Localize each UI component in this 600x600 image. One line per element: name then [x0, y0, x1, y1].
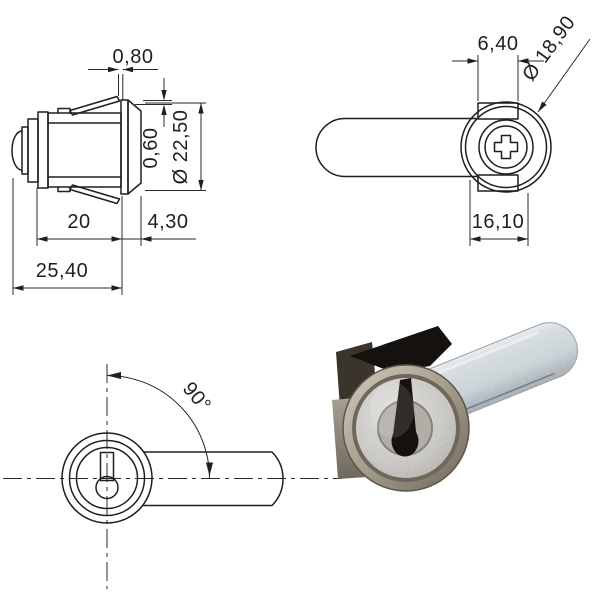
keyway-slot	[99, 451, 115, 482]
dim-label-total-length: 25,40	[36, 260, 89, 282]
dim-flange-thickness: 4,30	[122, 196, 196, 246]
flange-plate	[120, 99, 129, 195]
dim-body-diameter: Ø 18,90	[518, 12, 591, 113]
product-photo	[332, 322, 578, 492]
photo-cam-stop-black	[350, 326, 452, 372]
dim-across-flats: 16,10	[469, 180, 529, 246]
cross-screw-recess	[493, 134, 519, 160]
keyway-plug-hole	[95, 475, 119, 500]
photo-face-highlight	[370, 382, 414, 438]
cam-lever-outline	[315, 117, 479, 178]
dim-label-body-diameter: Ø 18,90	[518, 12, 580, 85]
lock-body-outline	[11, 95, 142, 205]
dim-label-across-flats: 16,10	[472, 211, 525, 233]
dim-label-tab-width: 6,40	[478, 33, 519, 55]
dim-clip-clearance: 0,60	[135, 78, 172, 168]
retaining-clip-top	[69, 95, 121, 116]
rear-view-drawing: 6,40 Ø 18,90 16,10	[315, 12, 591, 246]
dim-label-flange-thickness: 4,30	[148, 211, 189, 233]
dim-flange-diameter: Ø 22,50	[145, 102, 206, 191]
dim-tab-width: 6,40	[452, 33, 544, 101]
cam-front-outline	[142, 451, 284, 507]
cam-tab-bottom	[477, 174, 519, 192]
photo-keyway	[391, 378, 419, 457]
front-body-outline	[61, 432, 284, 524]
dim-label-flange-diameter: Ø 22,50	[170, 110, 192, 185]
dim-body-length: 20	[36, 188, 123, 295]
flange-cone	[127, 99, 142, 195]
cam-tab-top	[477, 102, 519, 120]
rear-body-outline	[315, 101, 552, 193]
retaining-clip-bottom	[69, 184, 121, 205]
front-view-drawing: 90°	[3, 364, 342, 589]
dim-label-body-length: 20	[67, 211, 90, 233]
dim-tip-gap: 0,80	[88, 46, 158, 100]
side-view-drawing: 0,80 0,60 Ø 22,50 20	[11, 46, 206, 295]
dim-label-clip-clearance: 0,60	[140, 128, 162, 169]
dim-label-tip-gap: 0,80	[113, 46, 154, 68]
dim-rotation-angle: 90°	[106, 372, 215, 479]
dim-label-rotation-angle: 90°	[178, 378, 215, 416]
dim-total-length: 25,40	[12, 178, 122, 295]
